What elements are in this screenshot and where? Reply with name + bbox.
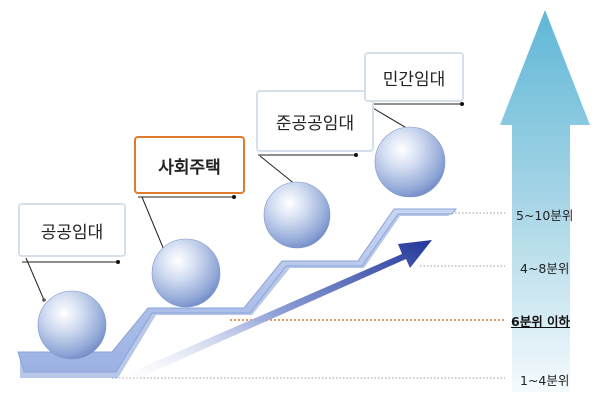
- stage-label-social-housing: 사회주택: [134, 136, 245, 194]
- sphere-stage-2: [151, 238, 221, 308]
- income-level-4-8: 4~8분위: [520, 261, 570, 276]
- sphere-stage-3: [263, 181, 331, 249]
- stage-label-text: 공공임대: [40, 222, 104, 243]
- income-level-5-10: 5~10분위: [516, 208, 574, 223]
- callout-pointers: [22, 103, 462, 301]
- stage-label-text: 준공공임대: [275, 113, 355, 134]
- stage-label-semi-public-rental: 준공공임대: [256, 90, 374, 152]
- stage-label-public-rental: 공공임대: [18, 203, 126, 257]
- income-level-6-below: 6분위 이하: [511, 314, 571, 329]
- sphere-stage-4: [374, 126, 446, 198]
- stage-label-private-rental: 민간임대: [364, 52, 464, 102]
- diagonal-arrow-icon: [118, 240, 432, 382]
- sphere-stage-1: [37, 290, 107, 360]
- stage-label-text: 사회주택: [158, 157, 221, 178]
- income-level-1-4: 1~4분위: [520, 373, 570, 388]
- stage-label-text: 민간임대: [382, 69, 446, 90]
- up-arrow-icon: [500, 10, 590, 392]
